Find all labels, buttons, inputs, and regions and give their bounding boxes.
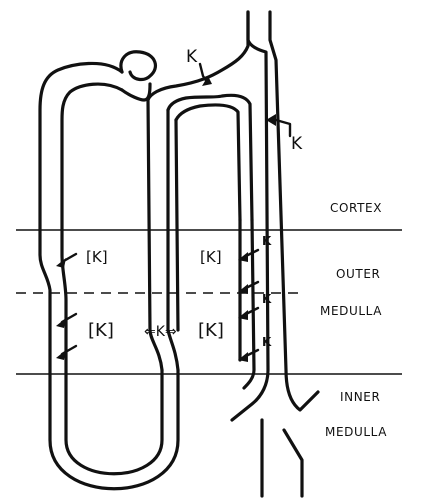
label-outer-medulla: MEDULLA xyxy=(320,304,382,318)
k-concentration-short-loop-medulla: [K] xyxy=(198,320,224,341)
k-arrow-long-loop-3 xyxy=(56,344,78,360)
k-concentration-short-loop: [K] xyxy=(200,248,222,266)
k-label-medulla-1: K xyxy=(262,234,272,248)
k-recycling-exchange: ⇐K⇒ xyxy=(144,324,177,340)
label-cortex: CORTEX xyxy=(330,201,382,215)
long-loop-inner-wall xyxy=(60,82,164,476)
k-arrow-medulla-4 xyxy=(238,280,260,294)
collecting-duct-right-wall xyxy=(268,10,320,412)
k-label-cortex-top: K xyxy=(186,47,198,67)
k-concentration-long-loop-medulla: [K] xyxy=(88,320,114,341)
label-inner-medulla: MEDULLA xyxy=(325,425,387,439)
proximal-tubule-bend xyxy=(120,82,152,102)
k-arrow-long-loop-1 xyxy=(56,252,78,268)
long-loop-ascending-inner xyxy=(146,10,250,372)
k-reabsorption-arrow-duct xyxy=(266,114,292,138)
short-loop-descending xyxy=(174,118,180,332)
k-arrow-long-loop-2 xyxy=(56,312,78,328)
short-loop-outer xyxy=(166,93,254,222)
k-concentration-long-loop: [K] xyxy=(86,248,108,266)
k-label-medulla-3: K xyxy=(262,335,272,349)
short-loop-inner xyxy=(174,103,242,222)
k-arrow-medulla-3 xyxy=(238,348,260,362)
long-loop-outer-wall xyxy=(38,61,180,491)
k-arrow-medulla-2 xyxy=(238,306,260,320)
collecting-duct-left-wall xyxy=(230,10,270,422)
k-arrow-medulla-1 xyxy=(238,248,260,262)
short-loop-to-duct xyxy=(242,218,256,390)
k-secretion-arrow-top xyxy=(198,62,212,86)
label-inner: INNER xyxy=(340,390,380,404)
label-outer: OUTER xyxy=(336,267,380,281)
glomerulus-curl xyxy=(119,50,158,82)
k-label-medulla-2: K xyxy=(262,292,272,306)
k-label-collecting-duct: K xyxy=(291,134,303,154)
long-loop-ascending-outer xyxy=(166,108,180,372)
collecting-duct-lower-right xyxy=(282,428,304,498)
